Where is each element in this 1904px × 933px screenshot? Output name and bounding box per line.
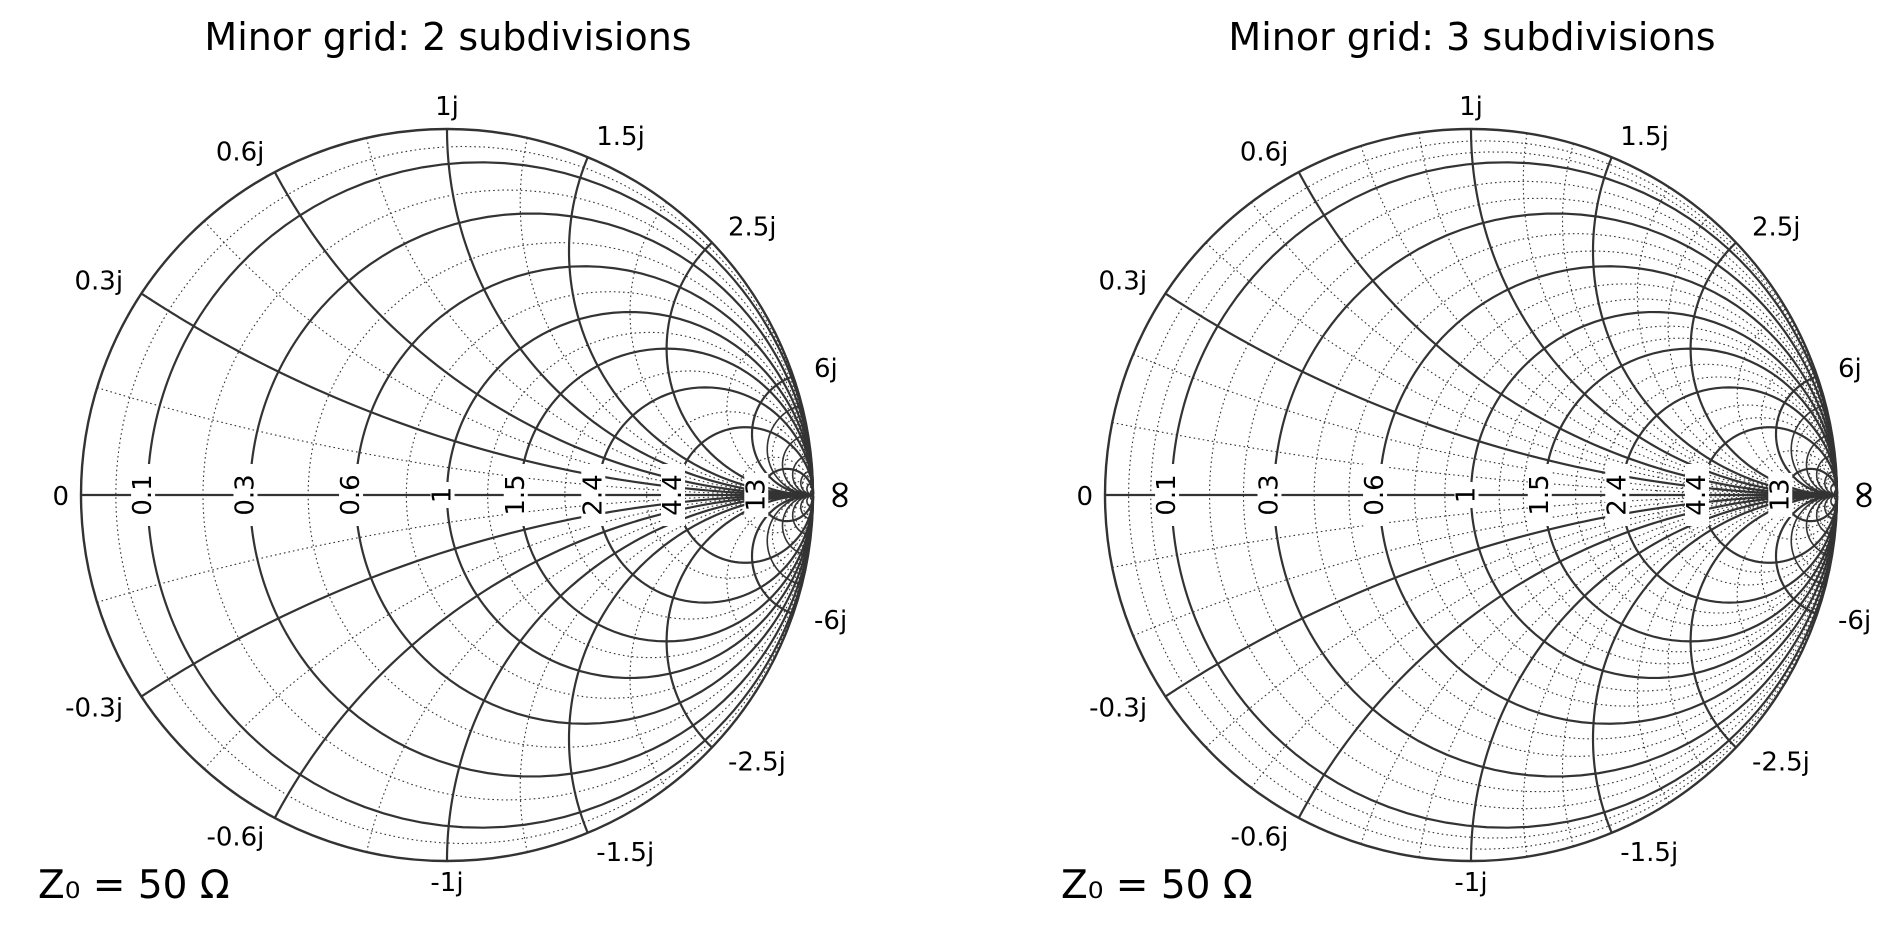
minor-resistance-circle — [564, 370, 814, 620]
resistance-label-bg — [1685, 464, 1710, 526]
minor-resistance-circle — [1522, 337, 1838, 653]
resistance-label-bg — [1605, 464, 1630, 526]
reactance-label: -2.5j — [728, 748, 786, 778]
resistance-label-bg — [131, 464, 156, 526]
resistance-label: 1.5 — [501, 474, 531, 515]
minor-resistance-circle — [1600, 376, 1838, 614]
reactance-arc — [809, 489, 814, 496]
resistance-label-bg — [233, 464, 258, 526]
minor-reactance-arc — [1111, 494, 1837, 569]
resistance-label-bg — [581, 464, 606, 526]
resistance-label-bg — [1363, 464, 1388, 526]
minor-resistance-circle — [736, 456, 814, 534]
reactance-label: -1.5j — [1620, 838, 1678, 868]
reactance-label: -1j — [430, 868, 463, 898]
reactance-arc — [809, 494, 814, 501]
reactance-label: -2.5j — [1752, 748, 1810, 778]
minor-resistance-circle — [1444, 298, 1838, 692]
reactance-label: 1j — [1459, 92, 1483, 122]
reactance-label: -1j — [1454, 868, 1487, 898]
resistance-label: 13 — [1765, 478, 1795, 511]
resistance-label: 0.6 — [1360, 474, 1390, 515]
resistance-label: 0.1 — [128, 474, 158, 515]
smith-labels: 0 0.1 0.3 0.6 1 1.5 2.4 4.4 13 ∞ 1j 1.5j 2.5j 6j 0.6j 0… — [1076, 92, 1886, 898]
resistance-label-bg — [744, 473, 769, 517]
minor-resistance-circle — [1813, 483, 1838, 507]
reactance-label: -6j — [814, 606, 847, 636]
reactance-label: 0.3j — [74, 266, 123, 296]
smith-labels: 0 0.1 0.3 0.6 1 1.5 2.4 4.4 13 ∞ 1j 1.5j 2.5j 6j 0.6j 0… — [52, 92, 862, 898]
minor-reactance-arc — [1111, 421, 1837, 496]
resistance-label: 4.4 — [1682, 474, 1712, 515]
resistance-label-bg — [430, 482, 455, 508]
resistance-label: 1 — [1452, 487, 1482, 504]
resistance-label: 0.3 — [1254, 474, 1284, 515]
reactance-label: 6j — [1838, 354, 1862, 384]
reactance-label: 0.3j — [1098, 266, 1147, 296]
resistance-label-bg — [1257, 464, 1282, 526]
resistance-label-bg — [1768, 473, 1793, 517]
reactance-arc — [1833, 489, 1838, 496]
resistance-label-bg — [661, 464, 686, 526]
reactance-label: 0.6j — [216, 138, 265, 168]
resistance-label: 2.4 — [578, 474, 608, 515]
infinity-label: ∞ — [816, 478, 862, 511]
reactance-label: -0.3j — [1089, 694, 1147, 724]
reactance-label: 2.5j — [1752, 212, 1801, 242]
smith-chart-panel-left: Minor grid: 2 subdivisions 0 0.1 0.3 0.6 1 1.… — [38, 15, 862, 908]
resistance-label: 13 — [741, 478, 771, 511]
reactance-label: 1.5j — [596, 122, 645, 152]
reactance-arc — [1830, 494, 1838, 508]
reactance-label: 0.6j — [1240, 138, 1289, 168]
panel-title: Minor grid: 3 subdivisions — [1228, 15, 1715, 59]
resistance-label-bg — [1527, 464, 1552, 526]
panel-title: Minor grid: 2 subdivisions — [204, 15, 691, 59]
reactance-arc — [1833, 494, 1838, 501]
infinity-label: ∞ — [1840, 478, 1886, 511]
reactance-arc — [806, 494, 814, 508]
smith-grid — [79, 127, 815, 863]
reactance-label: -0.6j — [206, 822, 264, 852]
impedance-label: Z₀ = 50 Ω — [38, 863, 230, 908]
smith-chart-panel-right: Minor grid: 3 subdivisions 0 0.1 0.3 0.6 1 1.… — [1061, 15, 1886, 908]
reactance-label: 1j — [435, 92, 459, 122]
impedance-label: Z₀ = 50 Ω — [1061, 863, 1253, 908]
resistance-label-bg — [1454, 482, 1479, 508]
resistance-label: 2.4 — [1602, 474, 1632, 515]
resistance-label: 4.4 — [658, 474, 688, 515]
resistance-label-bg — [503, 464, 528, 526]
resistance-label: 0.3 — [230, 474, 260, 515]
resistance-label: 0.6 — [336, 474, 366, 515]
reactance-label: -0.6j — [1230, 822, 1288, 852]
minor-reactance-arc — [203, 220, 813, 496]
resistance-label-bg — [339, 464, 364, 526]
minor-resistance-circle — [646, 411, 814, 579]
resistance-label: 1 — [428, 487, 458, 504]
reactance-arc — [1830, 482, 1838, 496]
resistance-label: 0 — [52, 482, 69, 512]
reactance-label: -6j — [1838, 606, 1871, 636]
reactance-arc — [806, 482, 814, 496]
reactance-label: 2.5j — [728, 212, 777, 242]
minor-resistance-circle — [487, 331, 814, 659]
resistance-label: 0.1 — [1152, 474, 1182, 515]
minor-reactance-arc — [203, 494, 813, 770]
reactance-label: 1.5j — [1620, 122, 1669, 152]
minor-resistance-circle — [785, 481, 814, 509]
resistance-label-bg — [1155, 464, 1180, 526]
resistance-label: 1.5 — [1525, 474, 1555, 515]
reactance-label: 6j — [814, 354, 838, 384]
resistance-label: 0 — [1076, 482, 1093, 512]
reactance-label: -0.3j — [65, 694, 123, 724]
reactance-label: -1.5j — [596, 838, 654, 868]
